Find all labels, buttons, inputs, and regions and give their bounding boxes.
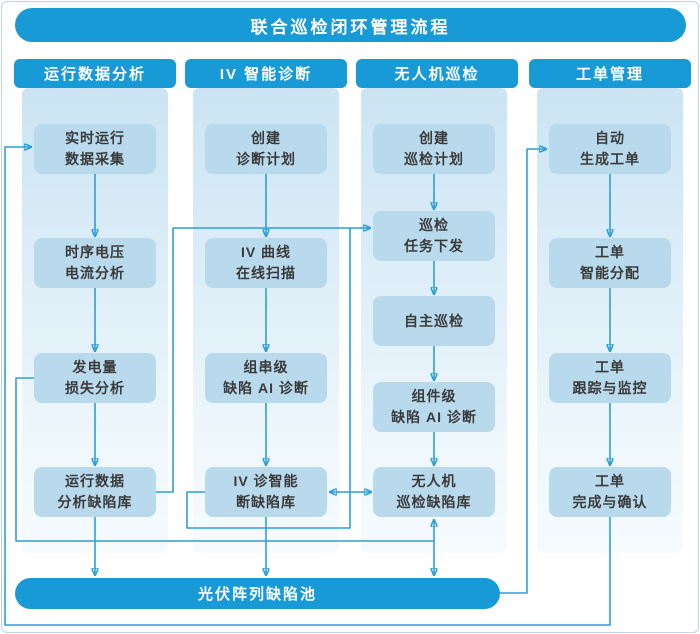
chip-iv-smart-diagnosis: IV 智能诊断 [185,59,347,88]
box-line: 跟踪与监控 [572,380,648,396]
box-line: 数据采集 [65,151,125,167]
box-line: 工单 [595,359,625,375]
box-line: 无人机 [411,473,457,489]
box-line: 电流分析 [65,265,125,281]
box-inspection-task-dispatch: 巡检 任务下发 [373,211,495,261]
box-line: 任务下发 [404,238,464,254]
box-line: 完成与确认 [572,494,648,510]
box-line: 缺陷 AI 诊断 [223,380,309,396]
pool-label: 光伏阵列缺陷池 [197,586,317,603]
box-line: 运行数据 [65,473,125,489]
box-line: 时序电压 [65,244,125,260]
box-iv-curve-online-scan: IV 曲线 在线扫描 [205,238,327,288]
box-auto-generate-workorder: 自动 生成工单 [549,124,671,174]
box-drone-inspection-defect-db: 无人机 巡检缺陷库 [373,467,495,517]
box-line: 在线扫描 [236,265,296,281]
box-string-level-ai-diagnosis: 组串级 缺陷 AI 诊断 [205,353,327,403]
box-line: 发电量 [72,359,118,375]
box-line: 诊断计划 [236,151,296,167]
box-workorder-smart-assignment: 工单 智能分配 [549,238,671,288]
box-line: 断缺陷库 [236,494,296,510]
box-create-inspection-plan: 创建 巡检计划 [373,124,495,174]
box-realtime-data-collection: 实时运行 数据采集 [34,124,156,174]
box-line: 缺陷 AI 诊断 [391,409,477,425]
box-line: 分析缺陷库 [57,494,133,510]
box-line: 创建 [419,130,449,146]
pv-array-defect-pool-bar: 光伏阵列缺陷池 [15,578,500,609]
box-line: 生成工单 [580,151,640,167]
box-line: 自主巡检 [404,312,464,329]
box-line: 智能分配 [580,265,640,281]
box-line: IV 曲线 [240,244,292,260]
box-line: 巡检 [419,217,449,233]
box-workorder-completion-confirmation: 工单 完成与确认 [549,467,671,517]
box-iv-diagnosis-defect-db: IV 诊智能 断缺陷库 [205,467,327,517]
box-line: 实时运行 [65,130,125,146]
box-autonomous-inspection: 自主巡检 [373,296,495,346]
box-module-level-ai-diagnosis: 组件级 缺陷 AI 诊断 [373,382,495,432]
page-title: 联合巡检闭环管理流程 [15,8,686,42]
chip-label: 运行数据分析 [43,66,146,83]
box-line: 创建 [251,130,281,146]
box-line: 损失分析 [65,380,125,396]
box-line: 组串级 [243,359,289,375]
box-line: 巡检计划 [404,151,464,167]
chip-label: IV 智能诊断 [219,66,313,83]
box-workorder-tracking-monitoring: 工单 跟踪与监控 [549,353,671,403]
chip-label: 工单管理 [575,66,644,83]
box-line: 工单 [595,244,625,260]
box-line: 组件级 [411,388,457,404]
box-power-loss-analysis: 发电量 损失分析 [34,353,156,403]
box-operation-data-defect-db: 运行数据 分析缺陷库 [34,467,156,517]
chip-label: 无人机巡检 [394,66,480,83]
box-line: IV 诊智能 [233,473,299,489]
page-title-label: 联合巡检闭环管理流程 [250,17,451,37]
box-line: 自动 [595,130,625,146]
chip-operation-data-analysis: 运行数据分析 [14,59,176,88]
box-line: 工单 [595,473,625,489]
box-line: 巡检缺陷库 [396,494,472,510]
box-create-diagnosis-plan: 创建 诊断计划 [205,124,327,174]
box-timeseries-voltage-current-analysis: 时序电压 电流分析 [34,238,156,288]
chip-workorder-management: 工单管理 [529,59,691,88]
chip-drone-inspection: 无人机巡检 [356,59,518,88]
